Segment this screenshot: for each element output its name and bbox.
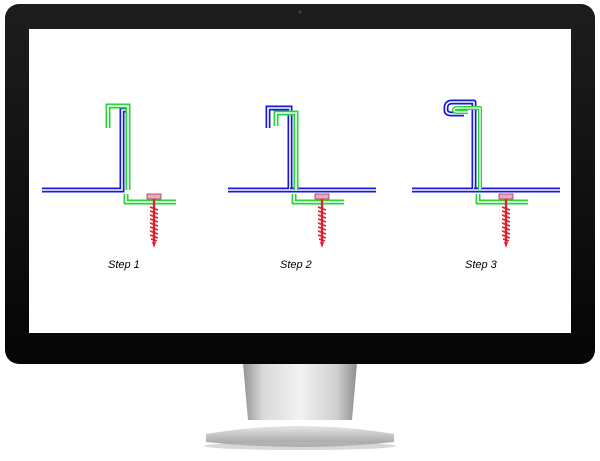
step-1-label: Step 1 (108, 259, 140, 271)
step-3-diagram (412, 99, 560, 250)
green-clip (105, 103, 176, 205)
green-clip (273, 110, 344, 205)
step-2-label: Step 2 (280, 259, 312, 271)
green-clip (452, 106, 528, 205)
step-2-diagram (228, 105, 376, 250)
blue-roof-panel (228, 105, 376, 193)
step-3-label: Step 3 (465, 259, 498, 271)
monitor-screen (29, 29, 571, 333)
step-1-diagram (42, 103, 176, 250)
blue-roof-panel (412, 99, 560, 193)
webcam-dot-icon (298, 10, 302, 14)
blue-roof-panel (42, 107, 126, 193)
monitor-stand (204, 352, 396, 450)
